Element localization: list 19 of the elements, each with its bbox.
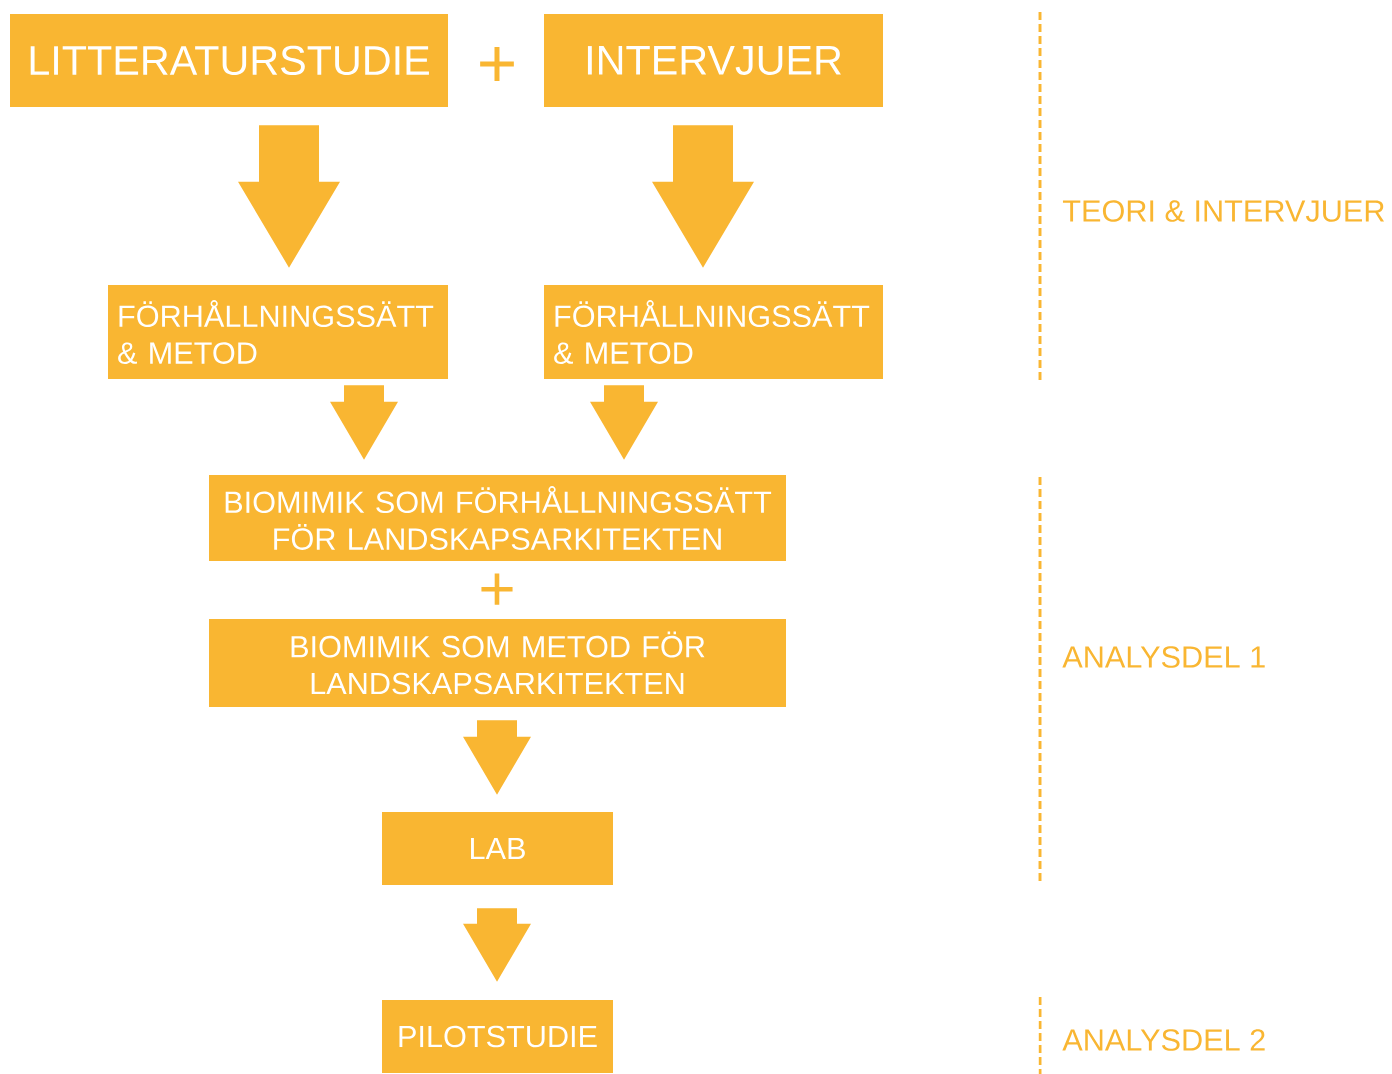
block-arrow [463,908,531,982]
block-arrow [238,125,340,268]
section-label: ANALYSDEL 2 [1062,1029,1265,1051]
plus-sign: + [480,47,514,81]
process-box: PILOTSTUDIE [382,1000,613,1073]
process-box: FÖRHÅLLNINGSSÄTT & METOD [544,285,883,379]
process-box: BIOMIMIK SOM FÖRHÅLLNINGSSÄTT FÖR LANDSKAPSARKITEKTEN [209,475,786,561]
process-box: FÖRHÅLLNINGSSÄTT & METOD [108,285,448,379]
process-box: BIOMIMIK SOM METOD FÖR LANDSKAPSARKITEKTEN [209,619,786,707]
process-box: INTERVJUER [544,14,883,107]
block-arrow [652,125,754,268]
block-arrow [330,385,398,460]
section-label: TEORI & INTERVJUER [1062,200,1385,222]
block-arrow [463,720,531,795]
process-box: LAB [382,812,613,885]
section-label: ANALYSDEL 1 [1062,646,1265,668]
process-box: LITTERATURSTUDIE [10,14,448,107]
plus-sign: + [481,573,513,605]
block-arrow [590,385,658,460]
